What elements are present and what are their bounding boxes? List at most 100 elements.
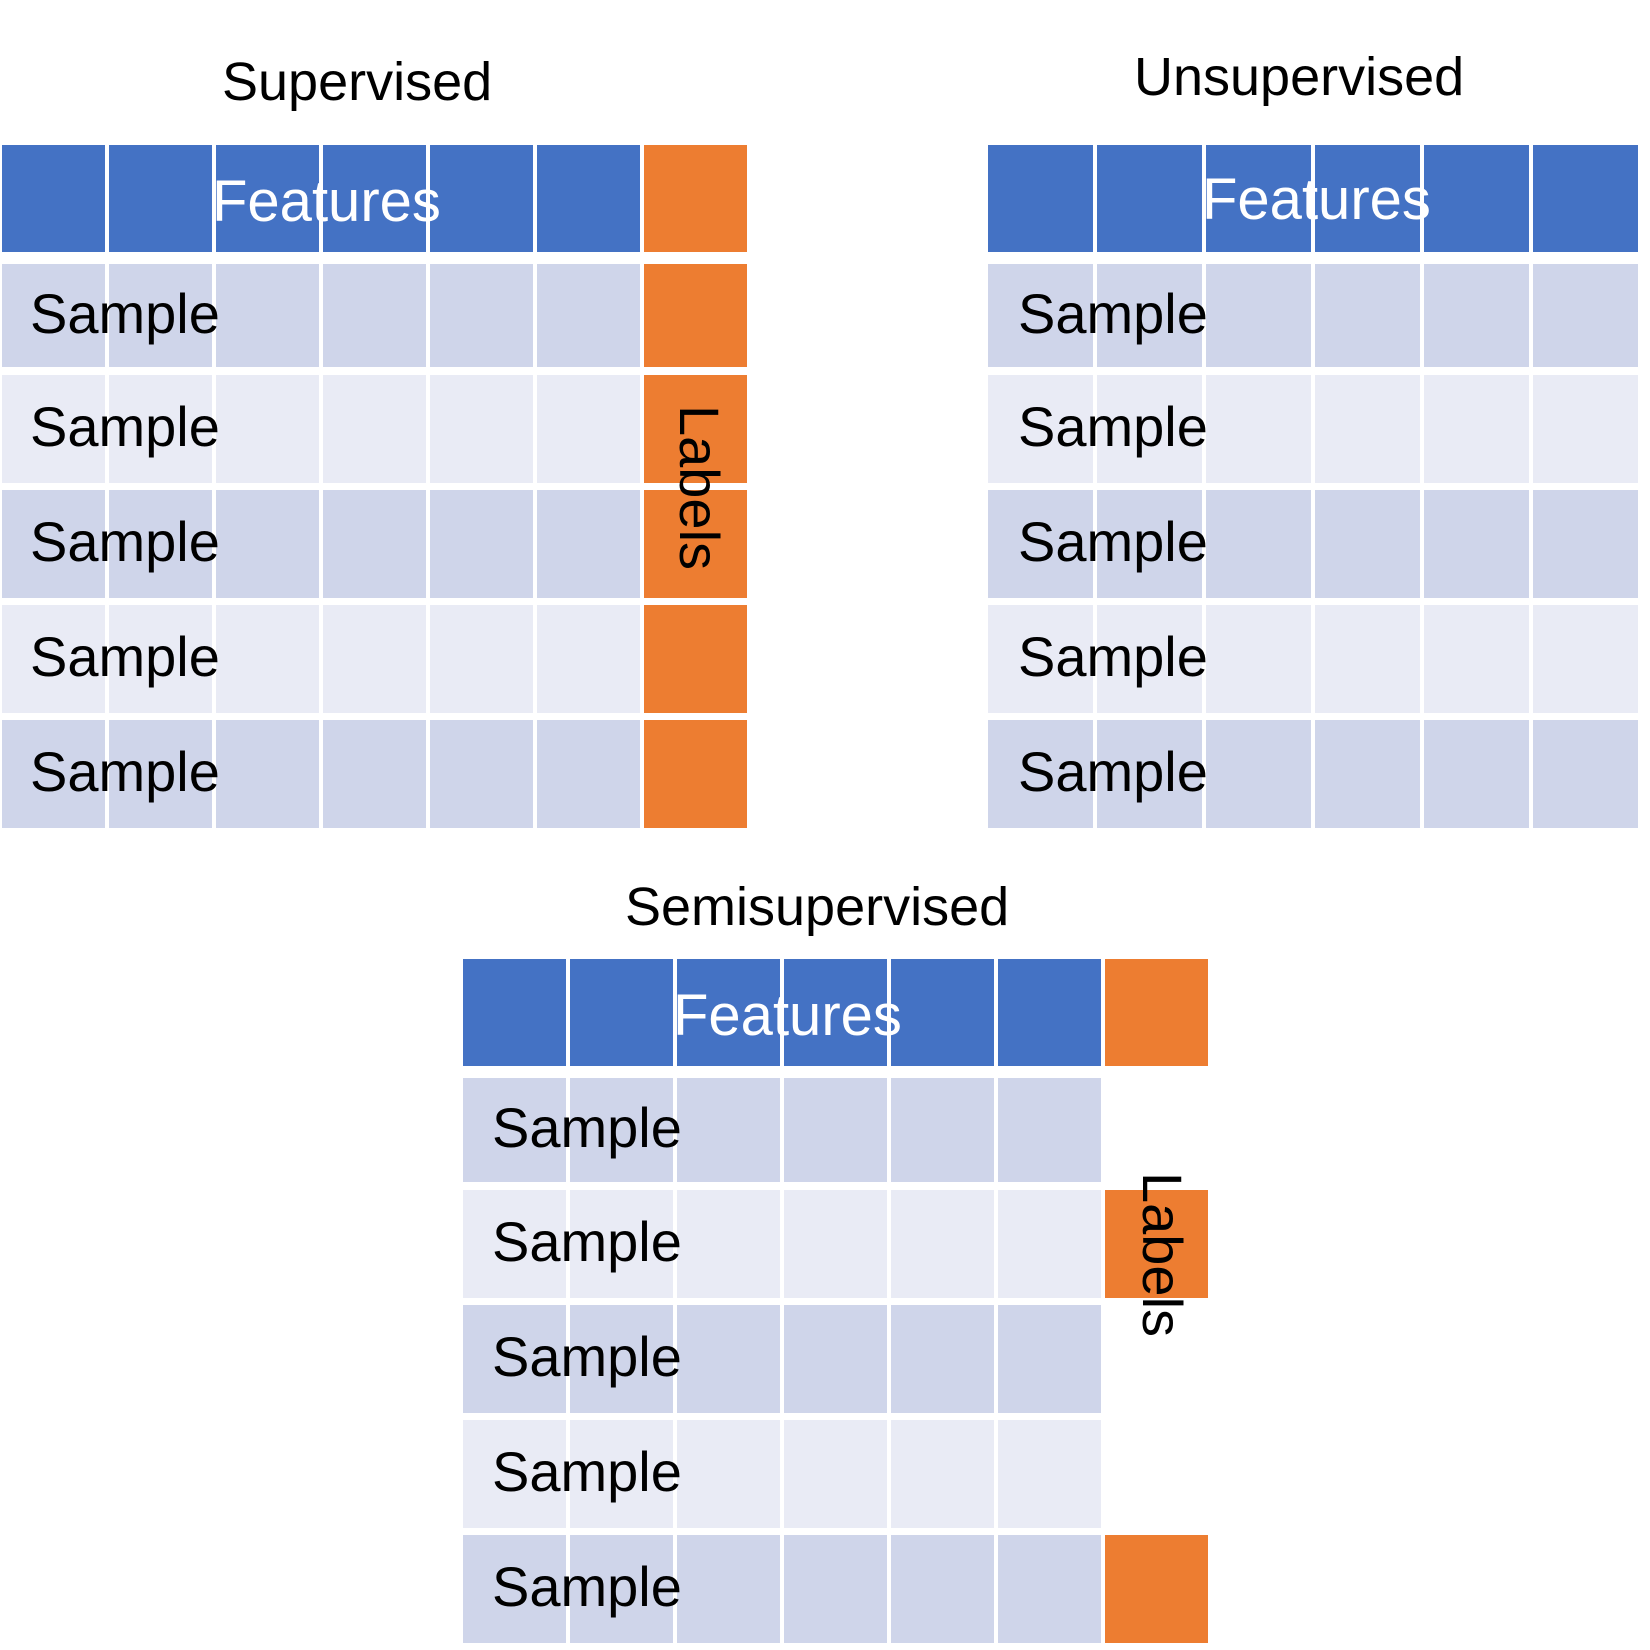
sample-cell [998, 1535, 1101, 1643]
sample-cell [998, 1190, 1101, 1298]
features-header-text: Features [673, 983, 902, 1048]
label-cell [644, 490, 747, 598]
sample-cell [998, 1420, 1101, 1528]
panel-title-unsupervised: Unsupervised [1134, 47, 1465, 107]
sample-cell [1206, 264, 1311, 367]
sample-cell [784, 1535, 887, 1643]
sample-cell [1097, 605, 1202, 713]
sample-cell [1315, 605, 1420, 713]
sample-cell [1424, 720, 1529, 828]
sample-cell [430, 490, 533, 598]
sample-cell [677, 1190, 780, 1298]
sample-cell [1424, 375, 1529, 483]
sample-cell [988, 605, 1093, 713]
sample-cell [1424, 605, 1529, 713]
sample-cell [2, 490, 105, 598]
features-header-text: Features [212, 169, 441, 234]
feature-header-cell [216, 145, 319, 252]
sample-cell [784, 1190, 887, 1298]
sample-label: Sample [1018, 395, 1208, 458]
sample-cell [1315, 720, 1420, 828]
sample-cell [109, 720, 212, 828]
sample-cell [216, 264, 319, 367]
sample-cell [2, 264, 105, 367]
feature-header-cell [570, 959, 673, 1066]
sample-cell [430, 605, 533, 713]
label-cell [1105, 1535, 1208, 1643]
sample-cell [1533, 264, 1638, 367]
sample-label: Sample [1018, 282, 1208, 345]
sample-cell [323, 720, 426, 828]
sample-cell [2, 720, 105, 828]
sample-cell [570, 1078, 673, 1182]
sample-cell [891, 1420, 994, 1528]
sample-cell [677, 1078, 780, 1182]
sample-cell [1097, 490, 1202, 598]
sample-cell [216, 375, 319, 483]
feature-header-cell [998, 959, 1101, 1066]
sample-cell [677, 1305, 780, 1413]
sample-cell [537, 720, 640, 828]
sample-cell [1424, 264, 1529, 367]
label-header-cell [1105, 959, 1208, 1066]
sample-cell [2, 605, 105, 713]
sample-cell [537, 375, 640, 483]
labels-column-text: Labels [668, 405, 731, 571]
sample-cell [891, 1305, 994, 1413]
label-cell [644, 720, 747, 828]
label-header-cell [644, 145, 747, 252]
label-cell [1105, 1190, 1208, 1298]
sample-cell [430, 720, 533, 828]
feature-header-cell [1315, 145, 1420, 252]
sample-cell [891, 1190, 994, 1298]
sample-cell [463, 1305, 566, 1413]
sample-cell [891, 1535, 994, 1643]
sample-cell [430, 264, 533, 367]
sample-cell [1206, 490, 1311, 598]
sample-cell [323, 605, 426, 713]
features-header-text: Features [1202, 167, 1431, 232]
sample-cell [988, 375, 1093, 483]
sample-label: Sample [30, 510, 220, 573]
sample-cell [570, 1305, 673, 1413]
panel-title-supervised: Supervised [222, 52, 493, 112]
sample-cell [216, 720, 319, 828]
sample-cell [891, 1078, 994, 1182]
labels-column-text: Labels [1131, 1172, 1194, 1338]
feature-header-cell [1533, 145, 1638, 252]
feature-header-cell [784, 959, 887, 1066]
feature-header-cell [1424, 145, 1529, 252]
sample-label: Sample [492, 1210, 682, 1273]
sample-cell [1533, 720, 1638, 828]
sample-cell [1315, 375, 1420, 483]
feature-header-cell [677, 959, 780, 1066]
feature-header-cell [430, 145, 533, 252]
sample-label: Sample [1018, 510, 1208, 573]
sample-cell [1097, 375, 1202, 483]
sample-cell [1206, 605, 1311, 713]
label-cell [644, 605, 747, 713]
sample-cell [1424, 490, 1529, 598]
sample-label: Sample [492, 1555, 682, 1618]
sample-label: Sample [1018, 625, 1208, 688]
sample-cell [537, 264, 640, 367]
sample-cell [1533, 375, 1638, 483]
sample-cell [784, 1420, 887, 1528]
sample-cell [216, 605, 319, 713]
sample-cell [109, 605, 212, 713]
label-cell [644, 264, 747, 367]
sample-cell [109, 490, 212, 598]
sample-cell [677, 1535, 780, 1643]
sample-cell [109, 264, 212, 367]
feature-header-cell [323, 145, 426, 252]
sample-cell [988, 264, 1093, 367]
feature-header-cell [463, 959, 566, 1066]
feature-header-cell [1206, 145, 1311, 252]
sample-cell [323, 264, 426, 367]
feature-header-cell [891, 959, 994, 1066]
sample-cell [463, 1190, 566, 1298]
label-cell [644, 375, 747, 483]
sample-cell [323, 490, 426, 598]
sample-cell [988, 490, 1093, 598]
sample-cell [537, 490, 640, 598]
